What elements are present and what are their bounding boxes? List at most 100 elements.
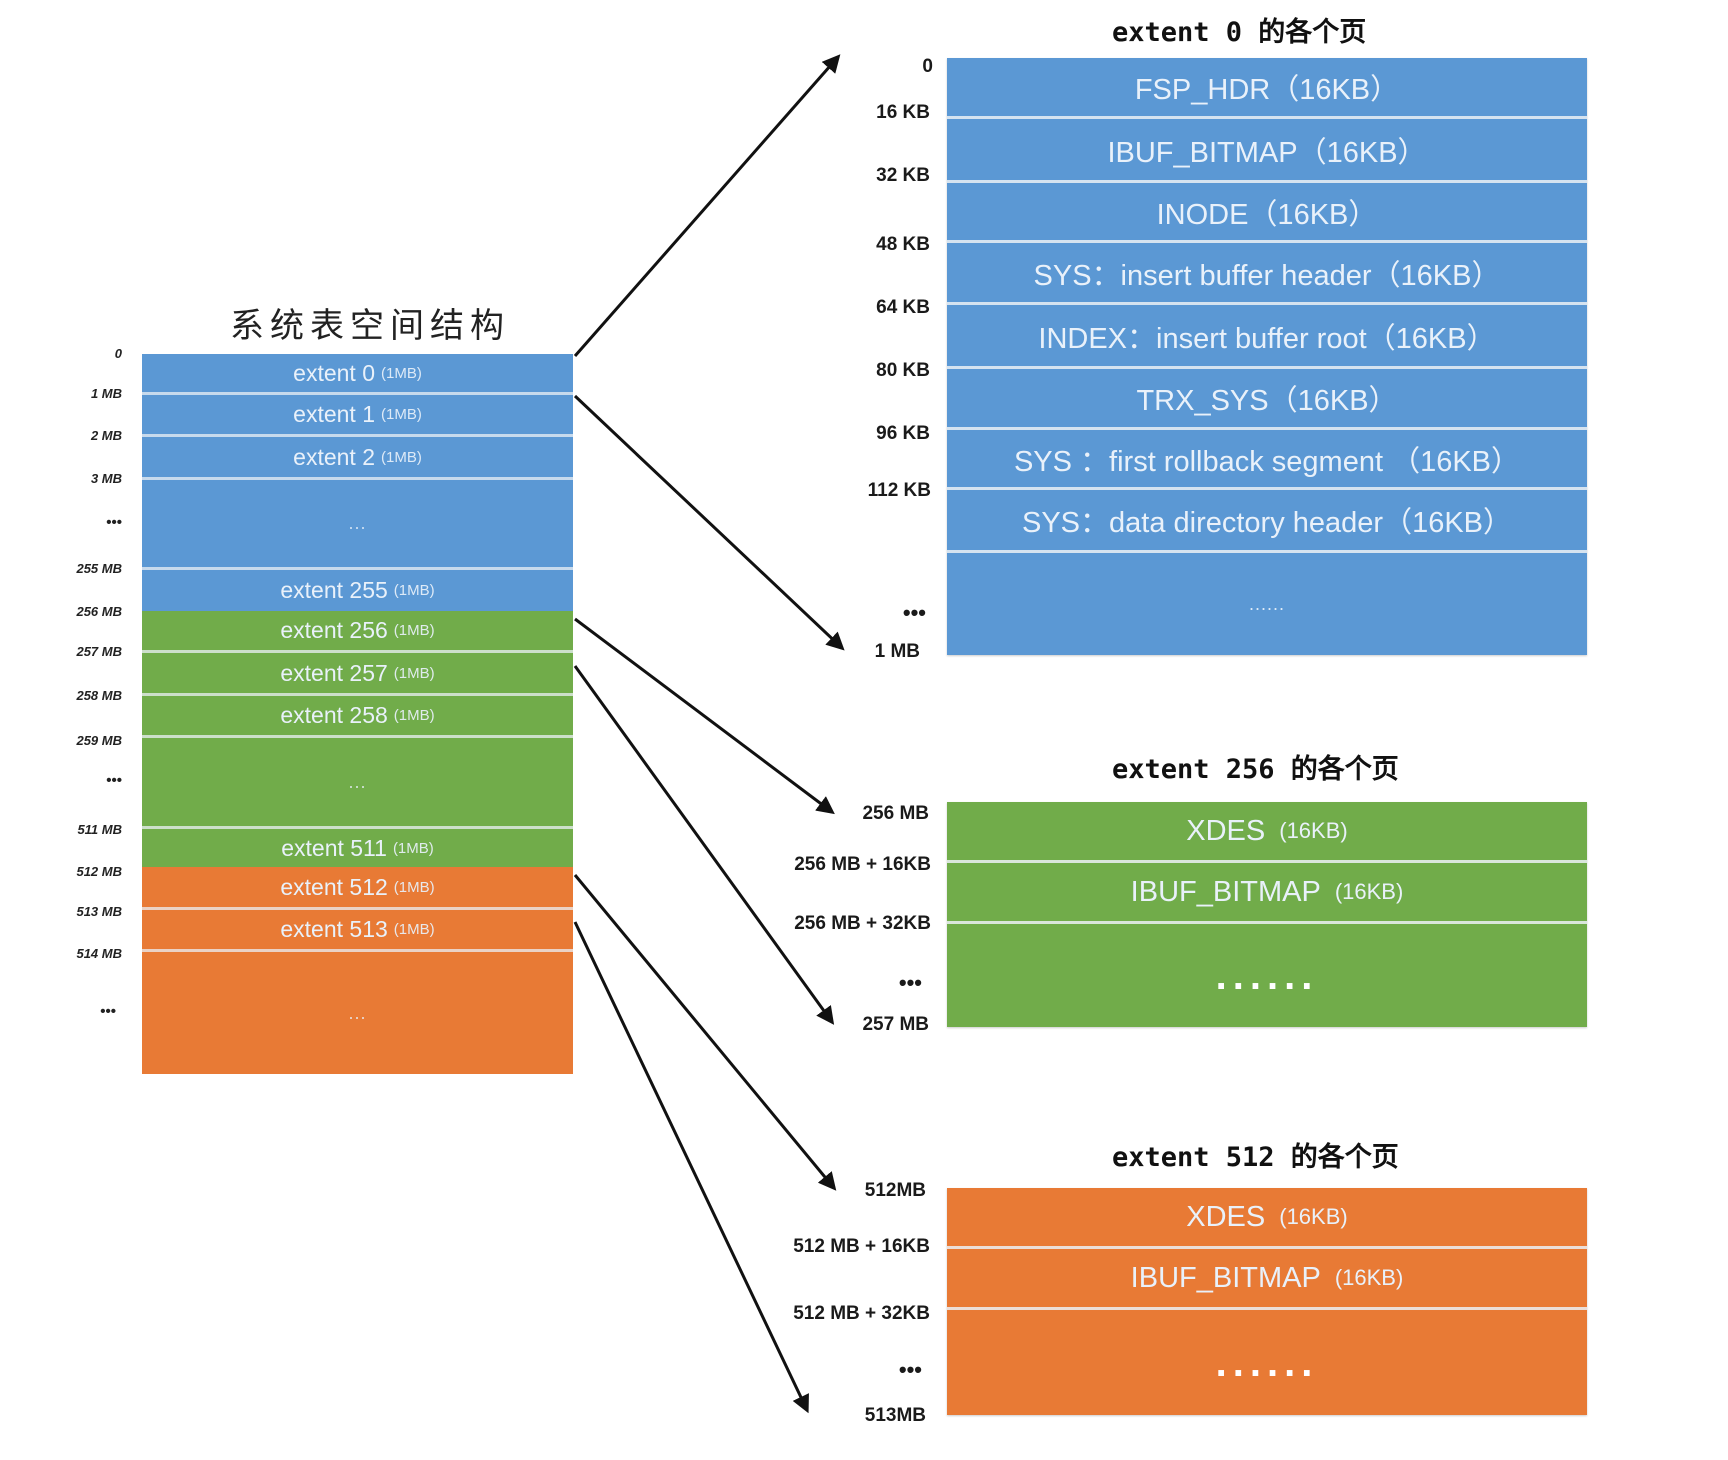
- extent-block[interactable]: extent 257 (1MB): [142, 653, 573, 696]
- offset-label: 511 MB: [77, 822, 122, 837]
- offset-ellipsis: •••: [898, 970, 922, 995]
- extent-size: (1MB): [393, 921, 435, 938]
- ellipsis: ......: [1248, 593, 1285, 614]
- extent-block[interactable]: extent 258(1MB): [142, 696, 573, 738]
- extent-block[interactable]: extent 256 (1MB): [142, 611, 573, 653]
- offset-label: 259 MB: [76, 733, 122, 748]
- page-block[interactable]: FSP_HDR（16KB）: [947, 58, 1587, 119]
- extent-size: (1MB): [381, 406, 422, 423]
- offset-label: 513MB: [864, 1405, 926, 1426]
- extent-block[interactable]: extent 511 (1MB): [142, 829, 573, 867]
- offset-label: 1 MB: [874, 641, 920, 662]
- extent-block[interactable]: extent 512(1MB): [142, 867, 573, 910]
- extent0-pages: FSP_HDR（16KB） IBUF_BITMAP（16KB） INODE（16…: [947, 58, 1587, 655]
- offset-ellipsis: •••: [106, 514, 122, 531]
- extent-size: (1MB): [392, 839, 434, 857]
- offset-label: 16 KB: [876, 102, 930, 123]
- extent-block[interactable]: extent 513 (1MB): [142, 910, 573, 952]
- tablespace-stack: extent 0(1MB) extent 1(1MB) extent 2(1MB…: [142, 354, 573, 1074]
- extent-block[interactable]: extent 255 (1MB): [142, 570, 573, 611]
- page-block[interactable]: XDES(16KB): [947, 802, 1587, 863]
- offset-label: 112 KB: [867, 480, 931, 501]
- offset-label: 3 MB: [90, 471, 122, 486]
- offset-label: 256 MB: [76, 604, 122, 619]
- extent-name: extent 1: [293, 401, 375, 427]
- page-block[interactable]: INODE（16KB）: [947, 183, 1587, 243]
- page-block-ellipsis: ......: [947, 924, 1587, 1027]
- extent-block[interactable]: extent 0 (1MB): [142, 354, 573, 395]
- page-block[interactable]: XDES(16KB): [947, 1188, 1587, 1249]
- page-block[interactable]: SYS：insert buffer header（16KB）: [947, 243, 1587, 305]
- extent-name: extent 511: [281, 834, 387, 861]
- extent0-title: extent 0 的各个页: [1112, 17, 1367, 48]
- offset-ellipsis: •••: [898, 1357, 922, 1382]
- extent256-title: extent 256 的各个页: [1112, 754, 1399, 785]
- offset-label: 256 MB + 32KB: [794, 913, 931, 934]
- extent-name: extent 2: [293, 443, 375, 470]
- page-block[interactable]: SYS：data directory header（16KB）: [947, 490, 1587, 553]
- offset-label: 512 MB: [76, 864, 122, 879]
- extent-block-ellipsis: ...: [142, 738, 573, 829]
- extent512-pages: XDES(16KB) IBUF_BITMAP(16KB) ......: [947, 1188, 1587, 1415]
- extent-block-ellipsis: ...: [142, 480, 573, 570]
- page-name: IBUF_BITMAP: [1130, 875, 1321, 908]
- page-block[interactable]: TRX_SYS（16KB）: [947, 369, 1587, 430]
- offset-ellipsis: •••: [100, 1003, 116, 1020]
- offset-label: 64 KB: [876, 297, 930, 318]
- extent256-pages: XDES(16KB) IBUF_BITMAP (16KB) ......: [947, 802, 1587, 1027]
- page-size: (16KB): [1279, 1204, 1348, 1229]
- arrow-extent256-start: [574, 617, 835, 815]
- extent-size: (1MB): [381, 364, 422, 382]
- offset-label: 258 MB: [76, 688, 122, 703]
- arrow-extent256-end: [573, 665, 835, 1025]
- offset-label: 255 MB: [76, 561, 122, 576]
- page-block[interactable]: IBUF_BITMAP (16KB): [947, 863, 1587, 924]
- offset-label: 32 KB: [876, 165, 930, 186]
- extent-size: (1MB): [393, 664, 435, 682]
- arrow-extent0-end: [573, 394, 845, 651]
- page-block[interactable]: SYS ：first rollback segment （16KB）: [947, 430, 1587, 490]
- offset-ellipsis: •••: [902, 600, 926, 625]
- offset-ellipsis: •••: [106, 772, 122, 789]
- offset-label: 257 MB: [76, 644, 122, 659]
- ellipsis: ...: [348, 771, 367, 792]
- page-size: (16KB): [1334, 879, 1404, 904]
- extent-block[interactable]: extent 2(1MB): [142, 437, 573, 480]
- page-size: (16KB): [1334, 1265, 1404, 1290]
- extent-name: extent 257: [280, 659, 388, 686]
- extent-block[interactable]: extent 1 (1MB): [142, 395, 573, 437]
- tablespace-title: 系统表空间结构: [230, 306, 510, 346]
- extent-block-ellipsis: ...: [142, 952, 573, 1074]
- offset-label: 1 MB: [90, 386, 122, 401]
- extent-name: extent 255: [280, 577, 388, 603]
- extent-name: extent 0: [293, 359, 375, 386]
- ellipsis: ...: [348, 1002, 367, 1023]
- extent-size: (1MB): [393, 582, 435, 599]
- arrow-extent0-start: [573, 54, 841, 357]
- extent-name: extent 256: [280, 617, 388, 643]
- offset-label: 0: [922, 56, 933, 77]
- extent-size: (1MB): [393, 878, 435, 896]
- ellipsis: ......: [1215, 953, 1319, 998]
- page-block[interactable]: IBUF_BITMAP(16KB): [947, 1249, 1587, 1310]
- offset-label: 80 KB: [876, 360, 930, 381]
- offset-label: 512 MB + 16KB: [793, 1236, 930, 1257]
- offset-label: 0: [114, 346, 122, 361]
- page-block[interactable]: IBUF_BITMAP（16KB）: [947, 119, 1587, 183]
- extent-size: (1MB): [393, 622, 435, 639]
- page-block-ellipsis: ......: [947, 553, 1587, 655]
- offset-label: 2 MB: [90, 428, 122, 443]
- extent-name: extent 513: [280, 916, 388, 942]
- offset-label: 513 MB: [76, 904, 122, 919]
- extent512-title: extent 512 的各个页: [1112, 1142, 1399, 1173]
- offset-label: 48 KB: [876, 234, 930, 255]
- offset-label: 256 MB: [862, 803, 929, 824]
- ellipsis: ...: [348, 513, 367, 533]
- offset-label: 512 MB + 32KB: [793, 1303, 930, 1324]
- arrow-extent512-end: [573, 921, 809, 1414]
- offset-label: 96 KB: [876, 423, 930, 444]
- offset-label: 514 MB: [76, 946, 122, 961]
- page-block[interactable]: INDEX：insert buffer root（16KB）: [947, 305, 1587, 369]
- ellipsis: ......: [1215, 1340, 1319, 1385]
- page-block-ellipsis: ......: [947, 1310, 1587, 1415]
